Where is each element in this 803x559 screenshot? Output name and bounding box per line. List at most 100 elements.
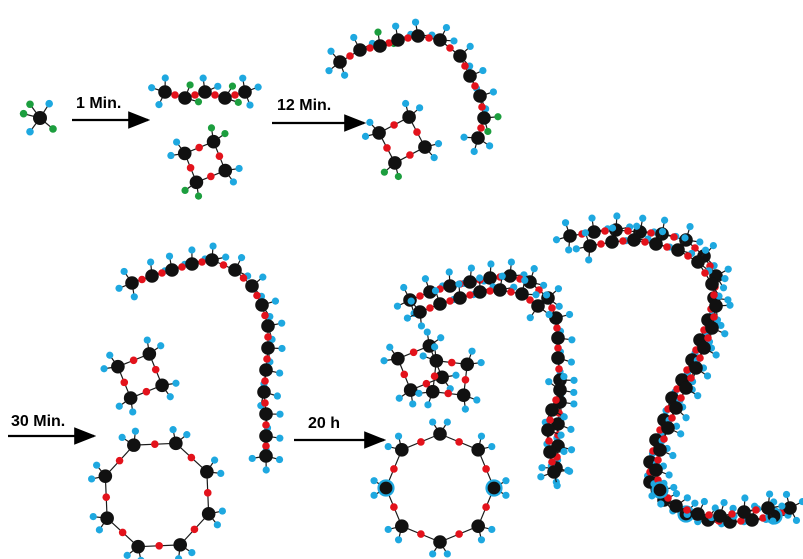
silicon-atom [435, 370, 449, 385]
oxygen-atom [129, 356, 138, 365]
hydrogen-atom [467, 264, 476, 272]
silicon-atom [173, 538, 187, 552]
oxygen-atom [198, 258, 206, 266]
hydrogen-atom [384, 525, 392, 534]
hydrogen-atom [703, 372, 712, 380]
hydrogen-atom [174, 555, 183, 559]
hydrogen-atom [741, 494, 749, 502]
hydrogen-atom [370, 491, 378, 499]
hydrogen-atom [366, 118, 374, 126]
hydrogen-atom [726, 301, 734, 309]
hydrogen-atom [395, 394, 403, 402]
chain-20h-b [403, 272, 553, 330]
silicon-atom [189, 175, 204, 190]
silicon-atom [463, 275, 477, 289]
silicon-atom [155, 378, 169, 393]
silicon-atom [125, 276, 139, 290]
oxygen-atom [120, 378, 129, 387]
oxygen-atom [446, 44, 454, 52]
hydrogen-atom [341, 71, 349, 79]
silicon-atom [403, 383, 418, 397]
hydrogen-atom [325, 67, 333, 75]
silicon-atom [228, 263, 242, 277]
oxygen-atom [253, 291, 261, 300]
hydrogen-atom [537, 473, 545, 481]
hydrogen-atom [639, 214, 647, 222]
silicon-atom [691, 507, 705, 521]
hydrogen-atom [701, 246, 710, 254]
hydrogen-atom [488, 442, 496, 451]
oxygen-atom [261, 399, 269, 407]
oxygen-atom [115, 456, 124, 465]
hydrogen-atom [709, 242, 717, 250]
hydrogen-atom [409, 400, 417, 408]
hydrogen-atom [45, 99, 53, 108]
silicon-atom [545, 403, 559, 417]
hydrogen-atom [429, 550, 437, 558]
hydrogen-atom [712, 351, 720, 359]
oxygen-atom [710, 313, 718, 321]
silicon-atom [402, 110, 416, 124]
hydrogen-atom [172, 138, 181, 146]
hydrogen-atom [217, 469, 225, 478]
silicon-atom [551, 351, 565, 365]
hydrogen-atom [165, 252, 174, 260]
silicon-atom [653, 443, 667, 457]
hydrogen-atom [720, 499, 728, 507]
hydrogen-atom [479, 66, 487, 75]
silicon-atom [391, 351, 405, 366]
chlorine-atom [181, 186, 189, 195]
hydrogen-atom [521, 276, 529, 284]
oxygen-atom [390, 121, 398, 129]
silicon-atom [165, 263, 179, 277]
oxygen-atom [624, 227, 632, 235]
label-1-min: 1 Min. [76, 95, 121, 112]
hydrogen-atom [530, 265, 538, 273]
oxygen-atom [728, 510, 736, 518]
hydrogen-atom [782, 490, 791, 499]
hydrogen-atom [561, 219, 570, 227]
oxygen-atom [446, 297, 454, 305]
hydrogen-atom [423, 328, 431, 336]
silicon-atom [33, 111, 47, 125]
hydrogen-atom [275, 455, 284, 464]
chain-20h-e [537, 372, 578, 490]
oxygen-atom [207, 172, 215, 181]
silicon-atom [515, 287, 529, 301]
hydrogen-atom [26, 127, 34, 136]
hydrogen-atom [148, 84, 156, 92]
hydrogen-atom [567, 425, 575, 433]
oxygen-atom [553, 324, 561, 332]
hydrogen-atom [552, 236, 561, 244]
oxygen-atom [187, 453, 196, 462]
hydrogen-atom [235, 164, 243, 173]
oxygen-atom [390, 503, 398, 511]
hydrogen-atom [568, 336, 576, 344]
hydrogen-atom [384, 442, 392, 451]
ring-20h-large [370, 418, 510, 558]
label-12-min: 12 Min. [277, 97, 331, 114]
hydrogen-atom [407, 297, 415, 305]
oxygen-atom [552, 396, 560, 404]
chlorine-atom [228, 82, 237, 90]
oxygen-atom [683, 506, 691, 514]
oxygen-atom [417, 438, 425, 446]
hydrogen-atom [403, 314, 412, 322]
oxygen-atom [417, 530, 425, 538]
hydrogen-atom [717, 321, 725, 330]
hydrogen-atom [93, 461, 101, 469]
hydrogen-atom [555, 302, 563, 310]
hydrogen-atom [199, 74, 207, 82]
silicon-atom [413, 305, 427, 319]
silicon-atom [543, 445, 557, 459]
hydrogen-atom [166, 393, 174, 401]
hydrogen-atom [130, 293, 138, 301]
silicon-atom [111, 359, 125, 374]
oxygen-atom [670, 233, 678, 241]
oxygen-atom [701, 269, 709, 277]
hydrogen-atom [721, 330, 729, 338]
hydrogen-atom [278, 319, 286, 327]
hydrogen-atom [570, 376, 578, 384]
oxygen-atom [239, 274, 248, 282]
oxygen-atom [366, 44, 374, 52]
